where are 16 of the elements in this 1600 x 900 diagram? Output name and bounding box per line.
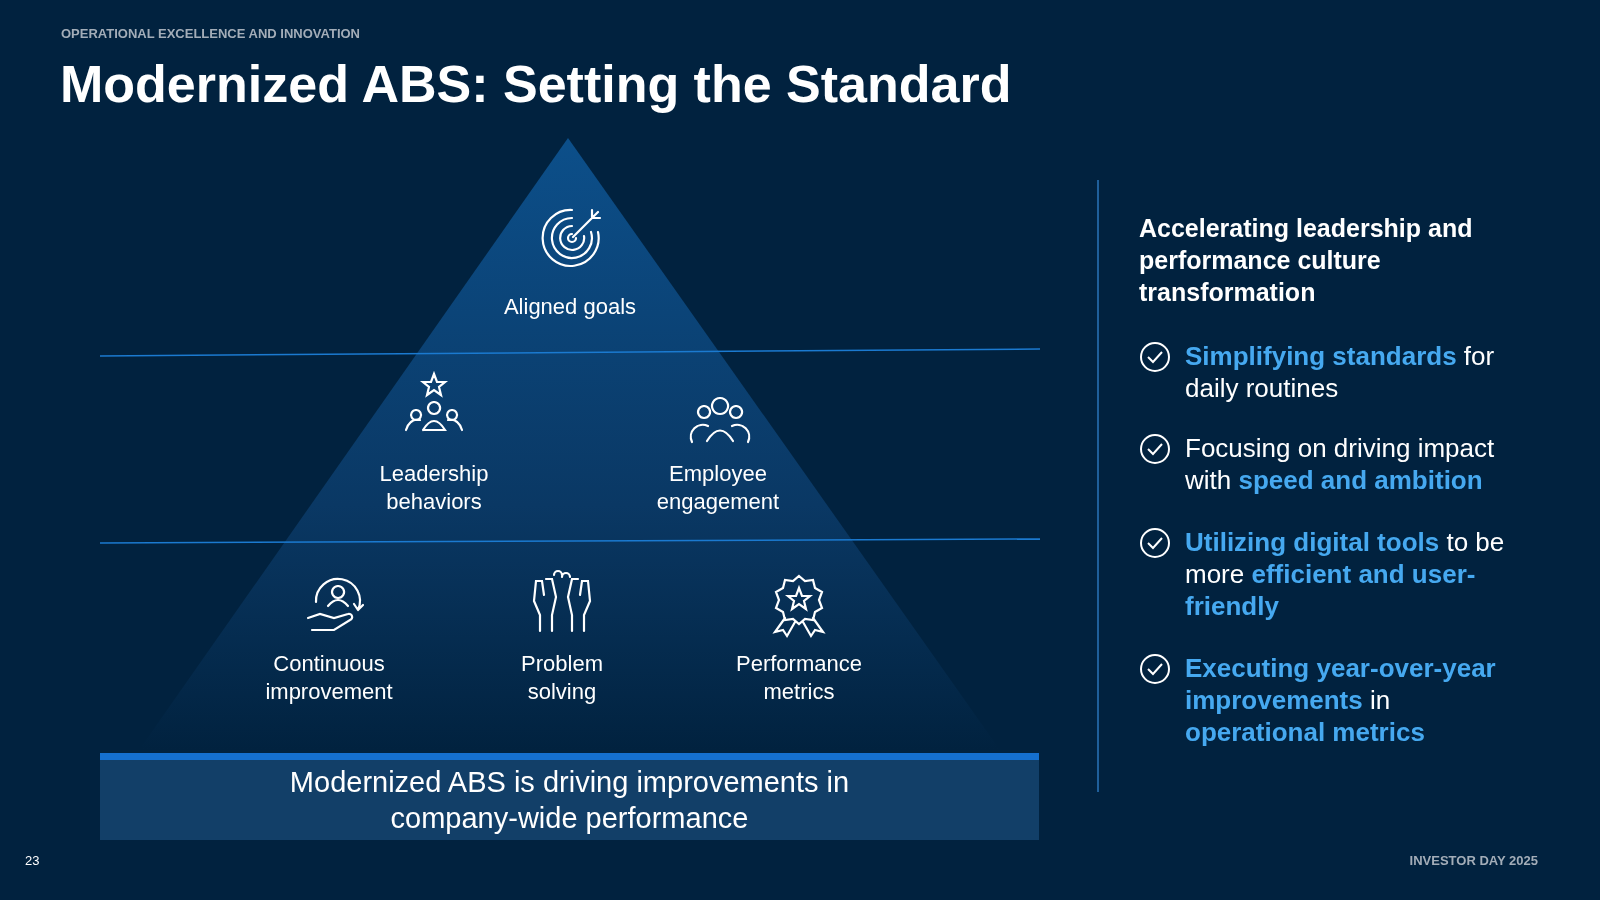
bullet-text: Executing year-over-year improvements in operational metrics — [1185, 652, 1497, 748]
tier-label: Problem solving — [492, 650, 632, 706]
tier-label: Leadership behaviors — [364, 460, 504, 516]
footer-text: INVESTOR DAY 2025 — [1409, 853, 1538, 868]
tier-label: Performance metrics — [729, 650, 869, 706]
summary-banner: Modernized ABS is driving improvements in company-wide performance — [100, 760, 1039, 840]
tier-label: Employee engagement — [648, 460, 788, 516]
bullet-text: Simplifying standards for daily routines — [1185, 340, 1496, 404]
bullet-text: Utilizing digital tools to be more efficient and user-friendly — [1185, 526, 1506, 622]
bullet-text: Focusing on driving impact with speed and ambition — [1185, 432, 1496, 496]
tier-label: Aligned goals — [500, 293, 640, 321]
slide-title: Modernized ABS: Setting the Standard — [60, 54, 1012, 114]
tier-label: Continuous improvement — [259, 650, 399, 706]
section-header: OPERATIONAL EXCELLENCE AND INNOVATION — [61, 26, 360, 41]
panel-heading: Accelerating leadership and performance culture transformation — [1139, 213, 1474, 308]
page-number: 23 — [25, 853, 40, 868]
